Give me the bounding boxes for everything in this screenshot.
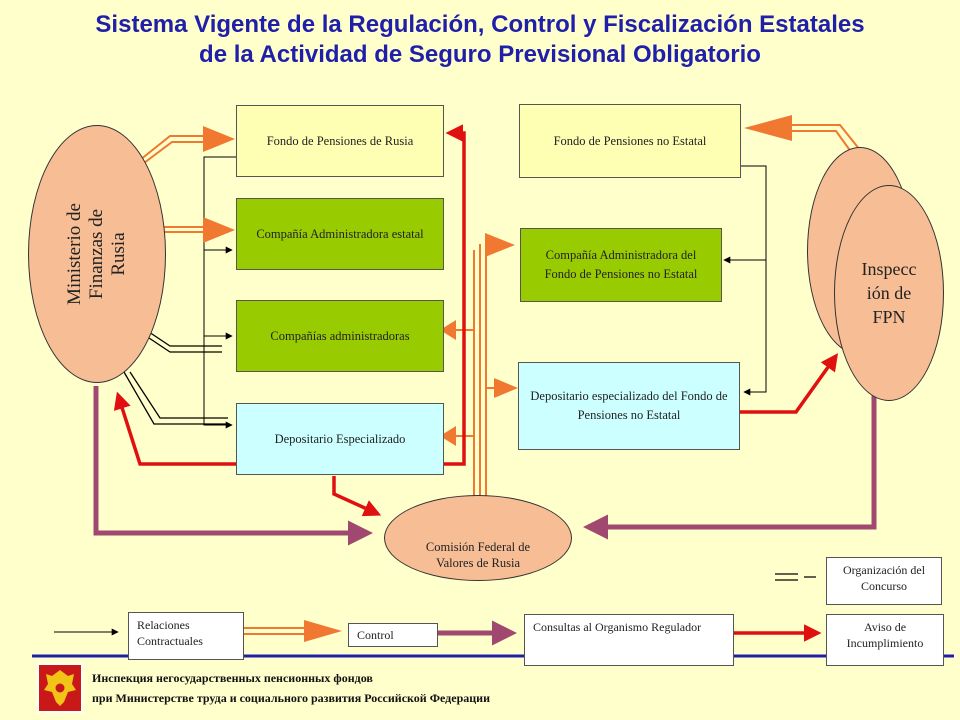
legend-consultas-label: Consultas al Organismo Regulador xyxy=(533,620,702,634)
legend-control: Control xyxy=(348,623,438,647)
fondo-pensiones-no-estatal-box: Fondo de Pensiones no Estatal xyxy=(519,104,741,178)
legend-organizacion-label: Organización del Concurso xyxy=(842,563,926,593)
footer-text: Инспекция негосударственных пенсионных ф… xyxy=(92,668,490,708)
compania-administradora-estatal-label: Compañía Administradora estatal xyxy=(256,226,424,241)
contract-lines-right xyxy=(723,165,767,396)
contest-lines xyxy=(123,329,228,425)
fondo-pensiones-rusia-label: Fondo de Pensiones de Rusia xyxy=(266,133,414,148)
contract-lines-left xyxy=(203,156,236,429)
footer-line-1: Инспекция негосударственных пенсионных ф… xyxy=(92,671,373,685)
depositario-no-estatal-box: Depositario especializado del Fondo de P… xyxy=(518,362,740,450)
companias-administradoras-label: Compañías administradoras xyxy=(270,328,410,343)
notice-arrows xyxy=(113,124,839,517)
title-line-2: de la Actividad de Seguro Previsional Ob… xyxy=(199,41,761,68)
inspeccion-fpn-label: Inspecc ión de FPN xyxy=(861,259,917,327)
control-arrows xyxy=(139,115,861,497)
compania-administradora-no-estatal-label: Compañía Administradora del Fondo de Pen… xyxy=(544,248,698,281)
legend-aviso-label: Aviso de Incumplimiento xyxy=(846,620,924,650)
title-line-1: Sistema Vigente de la Regulación, Contro… xyxy=(95,11,865,38)
legend-aviso-incumplimiento: Aviso de Incumplimiento xyxy=(826,614,944,666)
footer-line-2: при Министерстве труда и социального раз… xyxy=(92,691,490,705)
legend-arrows xyxy=(54,573,822,646)
depositario-especializado-box: Depositario Especializado xyxy=(236,403,444,475)
depositario-no-estatal-label: Depositario especializado del Fondo de P… xyxy=(530,389,728,422)
compania-administradora-estatal-box: Compañía Administradora estatal xyxy=(236,198,444,270)
legend-organizacion-concurso: Organización del Concurso xyxy=(826,557,942,605)
legend-relaciones-label: Relaciones Contractuales xyxy=(137,618,203,648)
comision-federal-valores-label: Comisión Federal de Valores de Rusia xyxy=(425,540,531,570)
fondo-pensiones-rusia-box: Fondo de Pensiones de Rusia xyxy=(236,105,444,177)
page-title: Sistema Vigente de la Regulación, Contro… xyxy=(0,10,960,70)
depositario-especializado-label: Depositario Especializado xyxy=(274,431,406,446)
companias-administradoras-box: Compañías administradoras xyxy=(236,300,444,372)
legend-control-label: Control xyxy=(357,628,394,642)
comision-federal-valores-oval: Comisión Federal de Valores de Rusia xyxy=(384,495,572,581)
fondo-pensiones-no-estatal-label: Fondo de Pensiones no Estatal xyxy=(553,133,707,148)
consult-arrows xyxy=(93,386,877,546)
legend-consultas-regulador: Consultas al Organismo Regulador xyxy=(524,614,734,666)
legend-relaciones-contractuales: Relaciones Contractuales xyxy=(128,612,244,660)
ministerio-finanzas-oval: Ministerio de Finanzas de Rusia xyxy=(28,125,166,383)
compania-administradora-no-estatal-box: Compañía Administradora del Fondo de Pen… xyxy=(520,228,722,302)
ministerio-label: Ministerio de Finanzas de Rusia xyxy=(64,203,129,305)
inspeccion-fpn-oval: Inspecc ión de FPN xyxy=(834,185,944,401)
